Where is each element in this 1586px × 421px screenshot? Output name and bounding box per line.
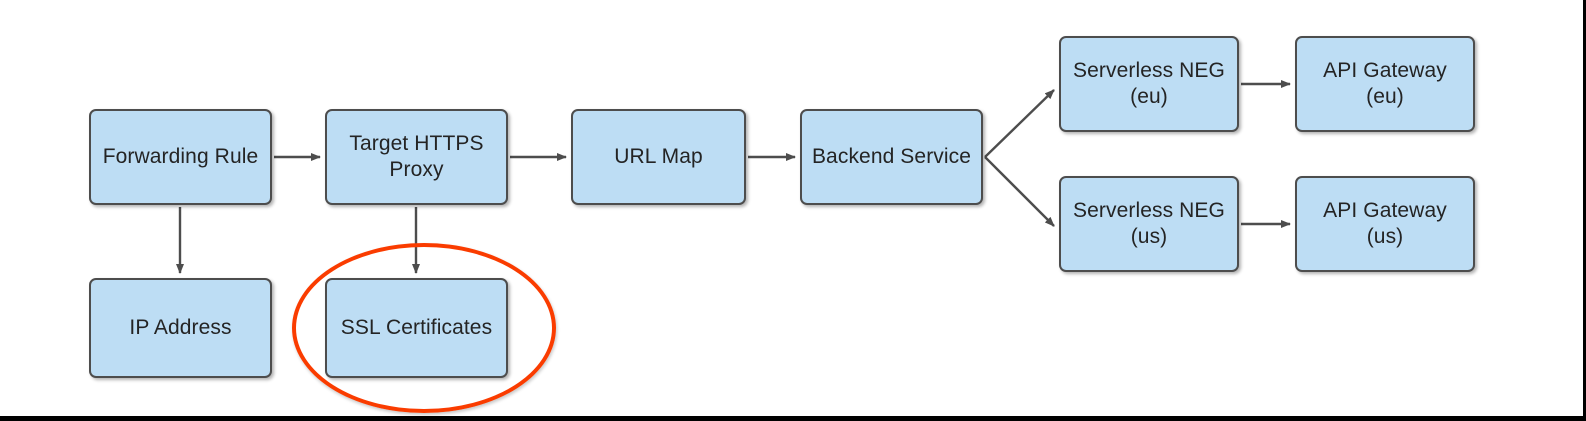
- node-api-gateway-eu[interactable]: API Gateway (eu): [1295, 36, 1475, 132]
- ssl-certificates-highlight-ellipse: [292, 243, 556, 413]
- node-forwarding-rule[interactable]: Forwarding Rule: [89, 109, 272, 205]
- node-url-map[interactable]: URL Map: [571, 109, 746, 205]
- node-api-gateway-us[interactable]: API Gateway (us): [1295, 176, 1475, 272]
- node-target-https-proxy[interactable]: Target HTTPS Proxy: [325, 109, 508, 205]
- node-serverless-neg-us[interactable]: Serverless NEG (us): [1059, 176, 1239, 272]
- edge-backend-service-to-serverless-neg-eu: [984, 89, 1055, 158]
- node-serverless-neg-eu[interactable]: Serverless NEG (eu): [1059, 36, 1239, 132]
- edge-backend-service-to-serverless-neg-us: [984, 156, 1055, 227]
- node-backend-service[interactable]: Backend Service: [800, 109, 983, 205]
- node-ip-address[interactable]: IP Address: [89, 278, 272, 378]
